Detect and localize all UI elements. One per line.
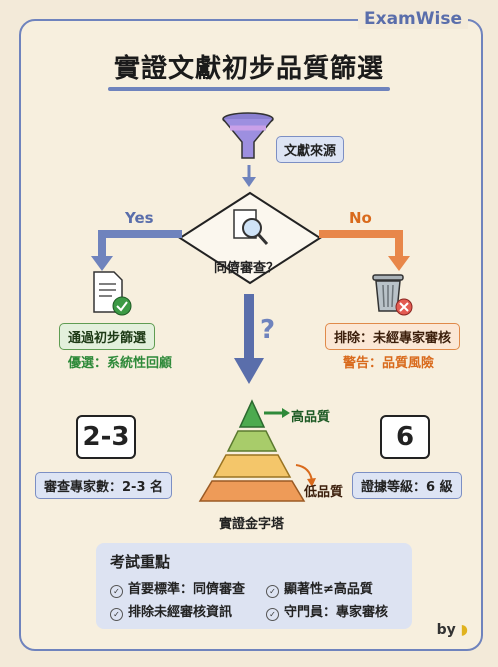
- exam-points-heading: 考試重點: [110, 553, 171, 571]
- evidence-level-value: 6: [380, 415, 430, 459]
- check-icon: ✓: [266, 585, 279, 598]
- exam-point: ✓首要標準：同儕審查: [110, 578, 245, 598]
- banana-icon: ◗: [460, 622, 468, 638]
- decision-diamond: [178, 191, 322, 285]
- no-label: No: [349, 209, 372, 227]
- source-label: 文獻來源: [276, 136, 345, 163]
- exam-point: ✓守門員：專家審核: [266, 601, 388, 621]
- preferred-note: 優選：系統性回顧: [68, 356, 173, 371]
- warning-note: 警告：品質風險: [343, 356, 435, 371]
- exam-point: ✓排除未經審核資訊: [110, 601, 232, 621]
- down-arrow-icon: [242, 165, 256, 187]
- decision-label: 同儕審查？: [214, 261, 280, 276]
- brand-logo: ExamWise: [358, 9, 468, 29]
- exclude-box: 排除：未經專家審核: [325, 323, 461, 350]
- funnel-icon: [222, 112, 274, 159]
- check-icon: ✓: [110, 585, 123, 598]
- evidence-level-label: 證據等級：6 級: [352, 472, 462, 499]
- center-down-arrow-icon: [234, 294, 264, 384]
- yes-arrow-icon: [91, 230, 182, 271]
- expert-count-value: 2-3: [76, 415, 136, 459]
- low-quality-label: 低品質: [304, 485, 344, 500]
- trash-icon: [372, 274, 413, 316]
- exam-point: ✓顯著性≠高品質: [266, 578, 373, 598]
- yes-label: Yes: [125, 209, 154, 227]
- no-arrow-icon: [319, 230, 410, 271]
- evidence-pyramid: [198, 399, 316, 502]
- byline: by ◗: [436, 622, 468, 638]
- high-quality-label: 高品質: [291, 410, 331, 425]
- check-icon: ✓: [266, 608, 279, 621]
- expert-count-label: 審查專家數：2-3 名: [35, 472, 173, 499]
- pass-screening-box: 通過初步篩選: [59, 323, 156, 350]
- title-underline: [108, 87, 390, 91]
- question-mark: ?: [260, 315, 276, 345]
- exam-points-panel: 考試重點 ✓首要標準：同儕審查 ✓顯著性≠高品質 ✓排除未經審核資訊 ✓守門員：…: [96, 543, 412, 629]
- page-title: 實證文獻初步品質篩選: [113, 54, 384, 84]
- document-check-icon: [93, 271, 132, 316]
- check-icon: ✓: [110, 608, 123, 621]
- pyramid-caption: 實證金字塔: [219, 517, 285, 532]
